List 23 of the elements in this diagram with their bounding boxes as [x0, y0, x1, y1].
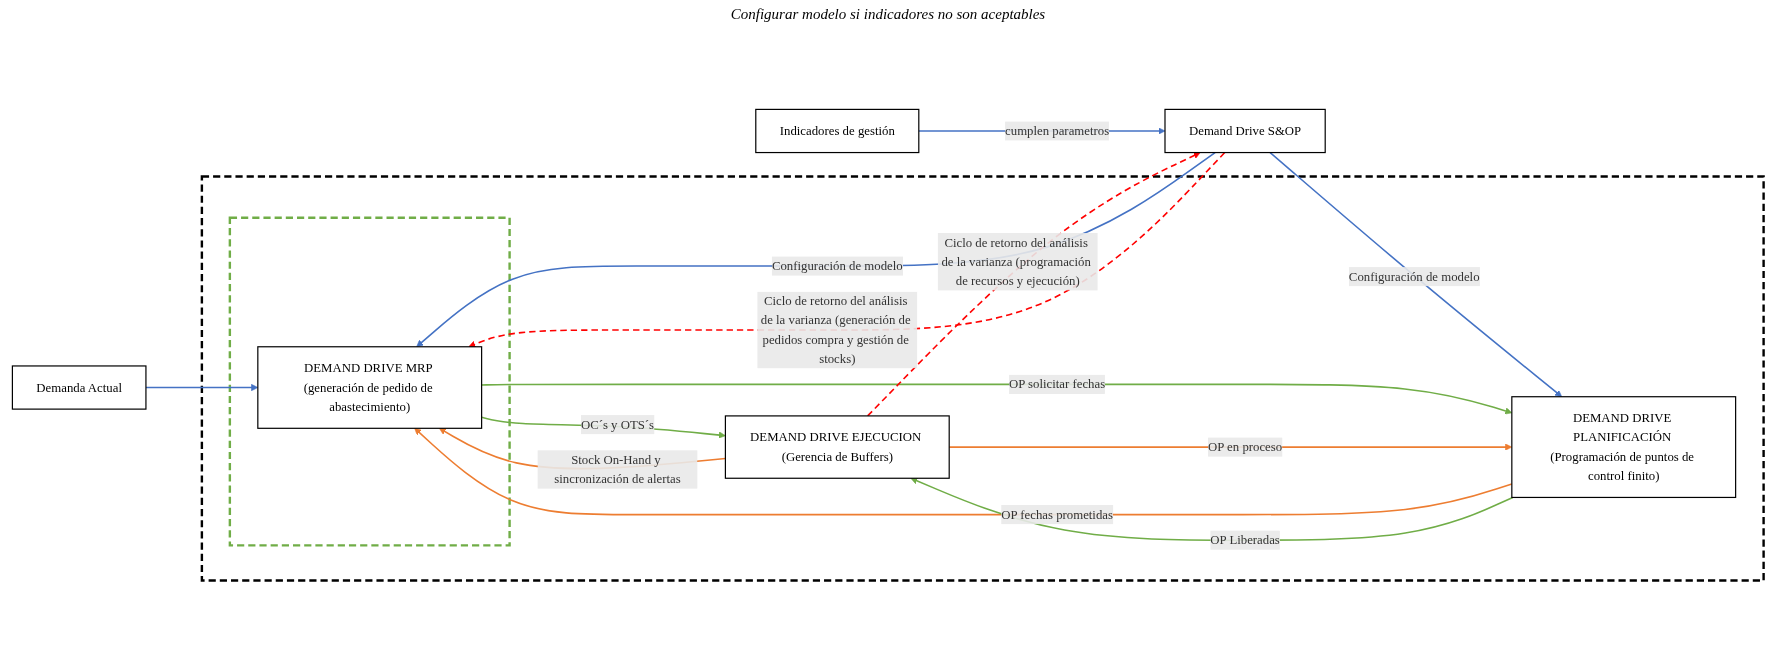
edge-label: Ciclo de retorno del análisis de la varianza (generación de pedidos compra y gestión de stocks): [760, 293, 911, 365]
edge-label: Configuración de modelo: [1348, 269, 1480, 283]
edge-label: OP Liberadas: [1210, 532, 1280, 547]
edge-label: Stock On-Hand y sincronización de alertas: [554, 452, 681, 485]
node-box: Demanda Actual: [11, 364, 147, 410]
note-text: Configurar modelo si indicadores no son aceptables: [730, 6, 1046, 22]
node-box: DEMAND DRIVE EJECUCION (Gerencia de Buffers): [724, 414, 950, 479]
node-box: Demand Drive S&OP: [1164, 108, 1326, 153]
edge-label: OP fechas prometidas: [1001, 506, 1113, 521]
edge-label: cumplen parametros: [1005, 123, 1110, 137]
arrow: [1269, 151, 1563, 397]
edge-label: OC´s y OTS´s: [580, 417, 655, 431]
edge-label: OP solicitar fechas: [1009, 376, 1106, 391]
arrow: [866, 151, 1201, 417]
node-box: Indicadores de gestión: [755, 108, 920, 153]
cluster: [200, 174, 1765, 582]
node-box: DEMAND DRIVE MRP (generación de pedido de abastecimiento): [257, 345, 483, 429]
cluster: [228, 216, 511, 547]
edge-label: OP en proceso: [1208, 439, 1283, 453]
edge-label: Ciclo de retorno del análisis de la varianza (programación de recursos y ejecución): [941, 234, 1091, 287]
arrow: [910, 477, 1514, 541]
node-box: DEMAND DRIVE PLANIFICACIÓN (Programación de puntos de control finito): [1511, 395, 1737, 498]
edge-label: Configuración de modelo: [771, 258, 903, 272]
